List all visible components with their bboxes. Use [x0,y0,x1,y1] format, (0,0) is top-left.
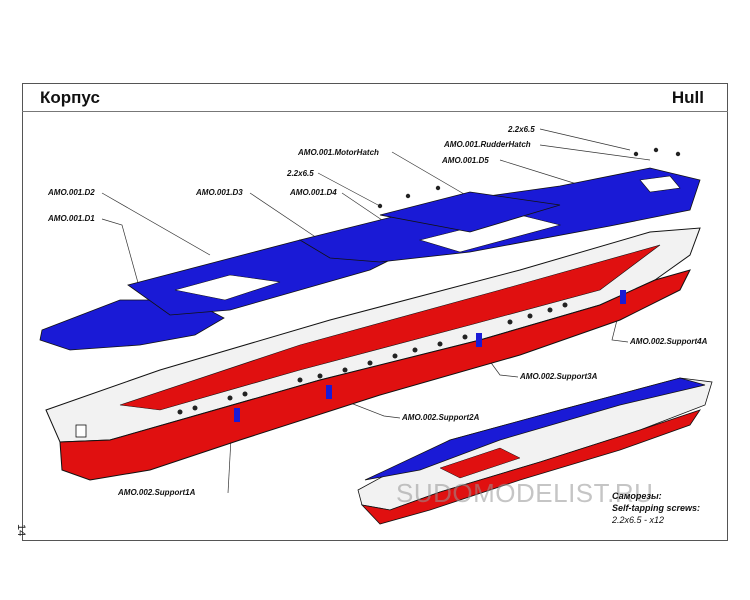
main-hull [45,227,701,481]
page-title-ru: Корпус [40,88,100,107]
header-divider [22,111,728,112]
page-title-en: Hull [671,88,704,107]
screws [377,147,681,209]
label-screw-b: 2.2x6.5 [287,169,314,178]
label-motor-hatch: AMO.001.MotorHatch [298,148,379,157]
label-d4: AMO.001.D4 [290,188,337,197]
label-d1: AMO.001.D1 [48,214,95,223]
label-screw-a: 2.2x6.5 [508,125,535,134]
assembled-model [357,377,713,525]
label-d2: AMO.001.D2 [48,188,95,197]
label-rudder-hatch: AMO.001.RudderHatch [444,140,531,149]
label-d3: AMO.001.D3 [196,188,243,197]
screws-note: Саморезы: Self-tapping screws: 2.2x6.5 -… [612,490,700,526]
label-support1a: AMO.002.Support1A [118,488,196,497]
page-frame [22,83,728,541]
motor-hatch [379,191,561,233]
label-support2a: AMO.002.Support2A [402,413,480,422]
label-d5: AMO.001.D5 [442,156,489,165]
leader-lines [101,128,651,494]
screws-title-en: Self-tapping screws: [612,503,701,513]
screws-title-ru: Саморезы: [612,491,662,501]
label-support3a: AMO.002.Support3A [520,372,598,381]
label-support4a: AMO.002.Support4A [630,337,708,346]
watermark: SUDOMODELIST.RU [396,478,654,508]
screws-spec: 2.2x6.5 - x12 [612,515,665,525]
